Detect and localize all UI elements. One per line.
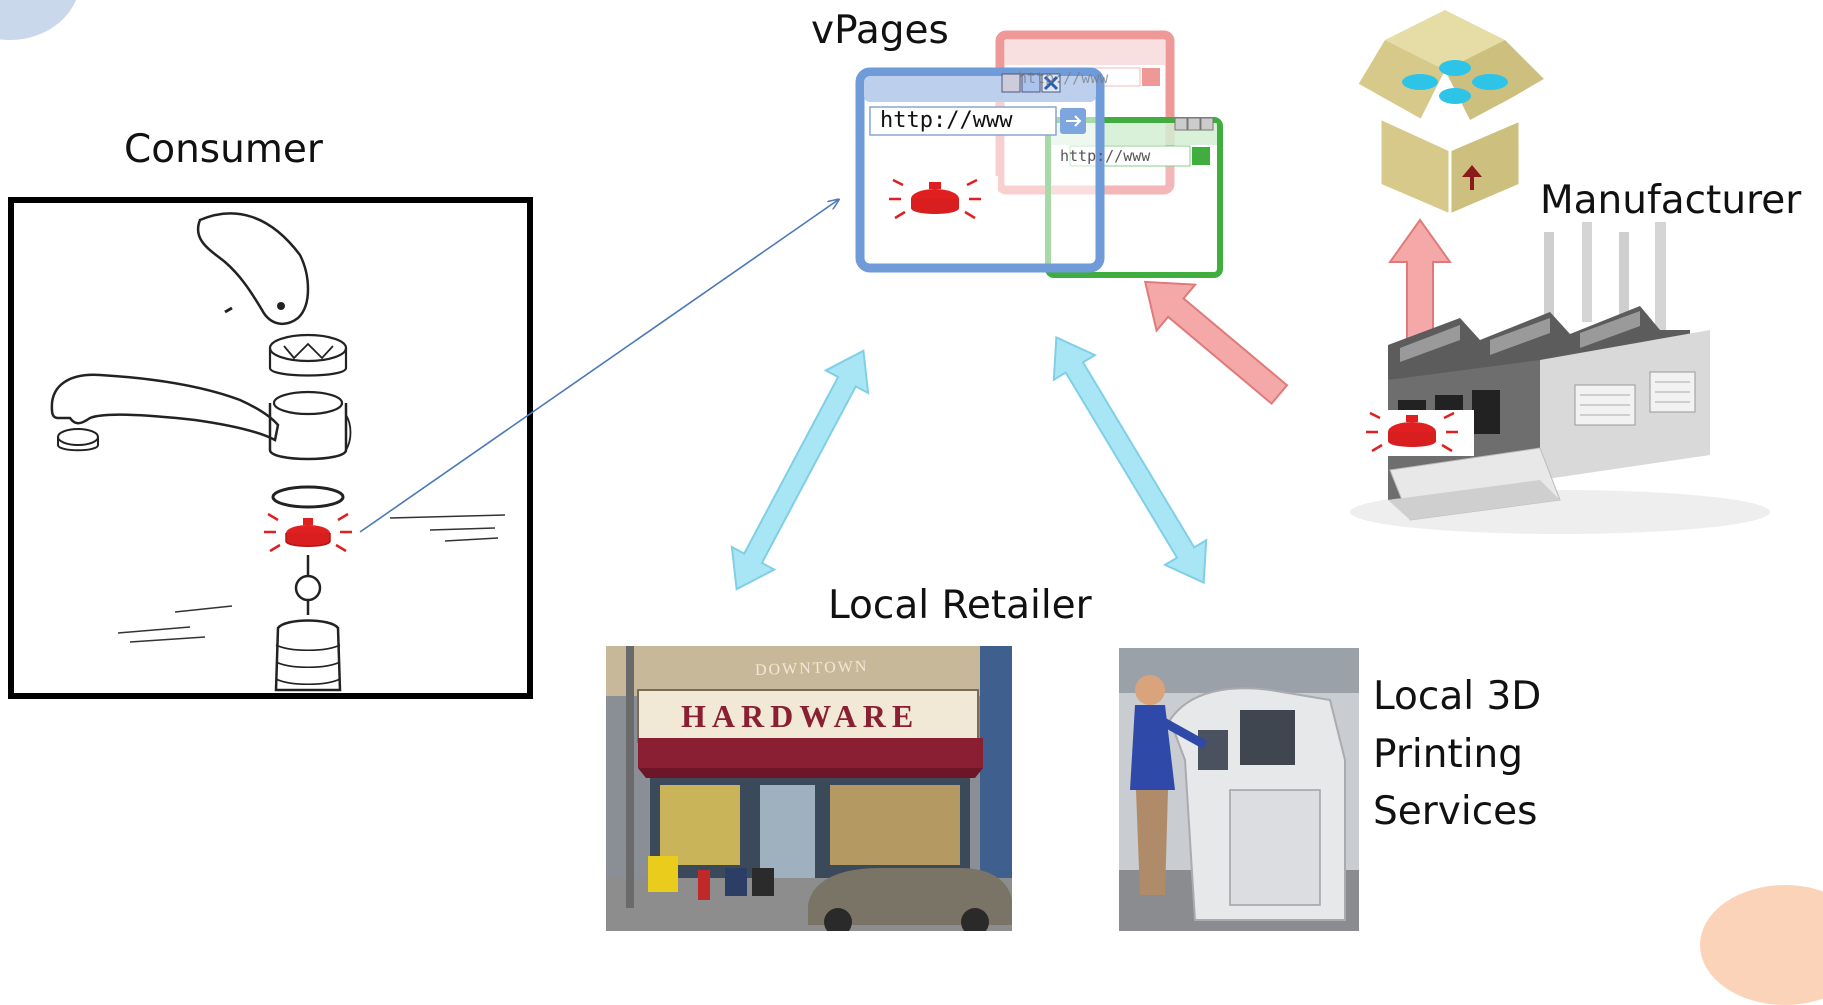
vpages-part-highlight <box>886 176 998 222</box>
consumer-faucet-illustration <box>8 197 533 699</box>
green-window-url: http://www <box>1060 147 1151 165</box>
local-retailer-label: Local Retailer <box>828 583 1092 628</box>
printing-label-line-3: Services <box>1373 789 1538 835</box>
manufacturer-label: Manufacturer <box>1540 178 1802 223</box>
consumer-label: Consumer <box>124 127 323 172</box>
factory-part-highlight <box>1362 410 1474 456</box>
red-window-url: http://www <box>1018 69 1109 87</box>
blue-window-url: http://www <box>880 108 1013 133</box>
store-sign-main: HARDWARE <box>681 698 920 734</box>
store-sign-top: DOWNTOWN <box>754 658 869 679</box>
vpages-browser-windows <box>855 30 1223 278</box>
consumer-to-vpages-arrow <box>359 200 838 533</box>
browser-window-blue <box>855 67 1105 273</box>
factory-illustration <box>1350 222 1770 534</box>
faucet-part-highlight <box>264 512 352 553</box>
retailer-vpages-double-arrow <box>730 349 870 591</box>
package-box-icon <box>1357 10 1546 218</box>
diagram-canvas <box>8 10 1770 931</box>
printing-services-label: Local 3D Printing Services <box>1373 668 1563 841</box>
printing-vpages-double-arrow <box>1052 335 1208 585</box>
factory-to-vpages-arrow <box>1143 280 1289 406</box>
vpages-label: vPages <box>811 8 949 53</box>
hardware-store-photo <box>606 646 1012 931</box>
printing-service-photo <box>1119 648 1359 931</box>
printing-label-line-1: Local 3D <box>1373 674 1542 719</box>
printing-label-line-2: Printing <box>1373 731 1524 777</box>
